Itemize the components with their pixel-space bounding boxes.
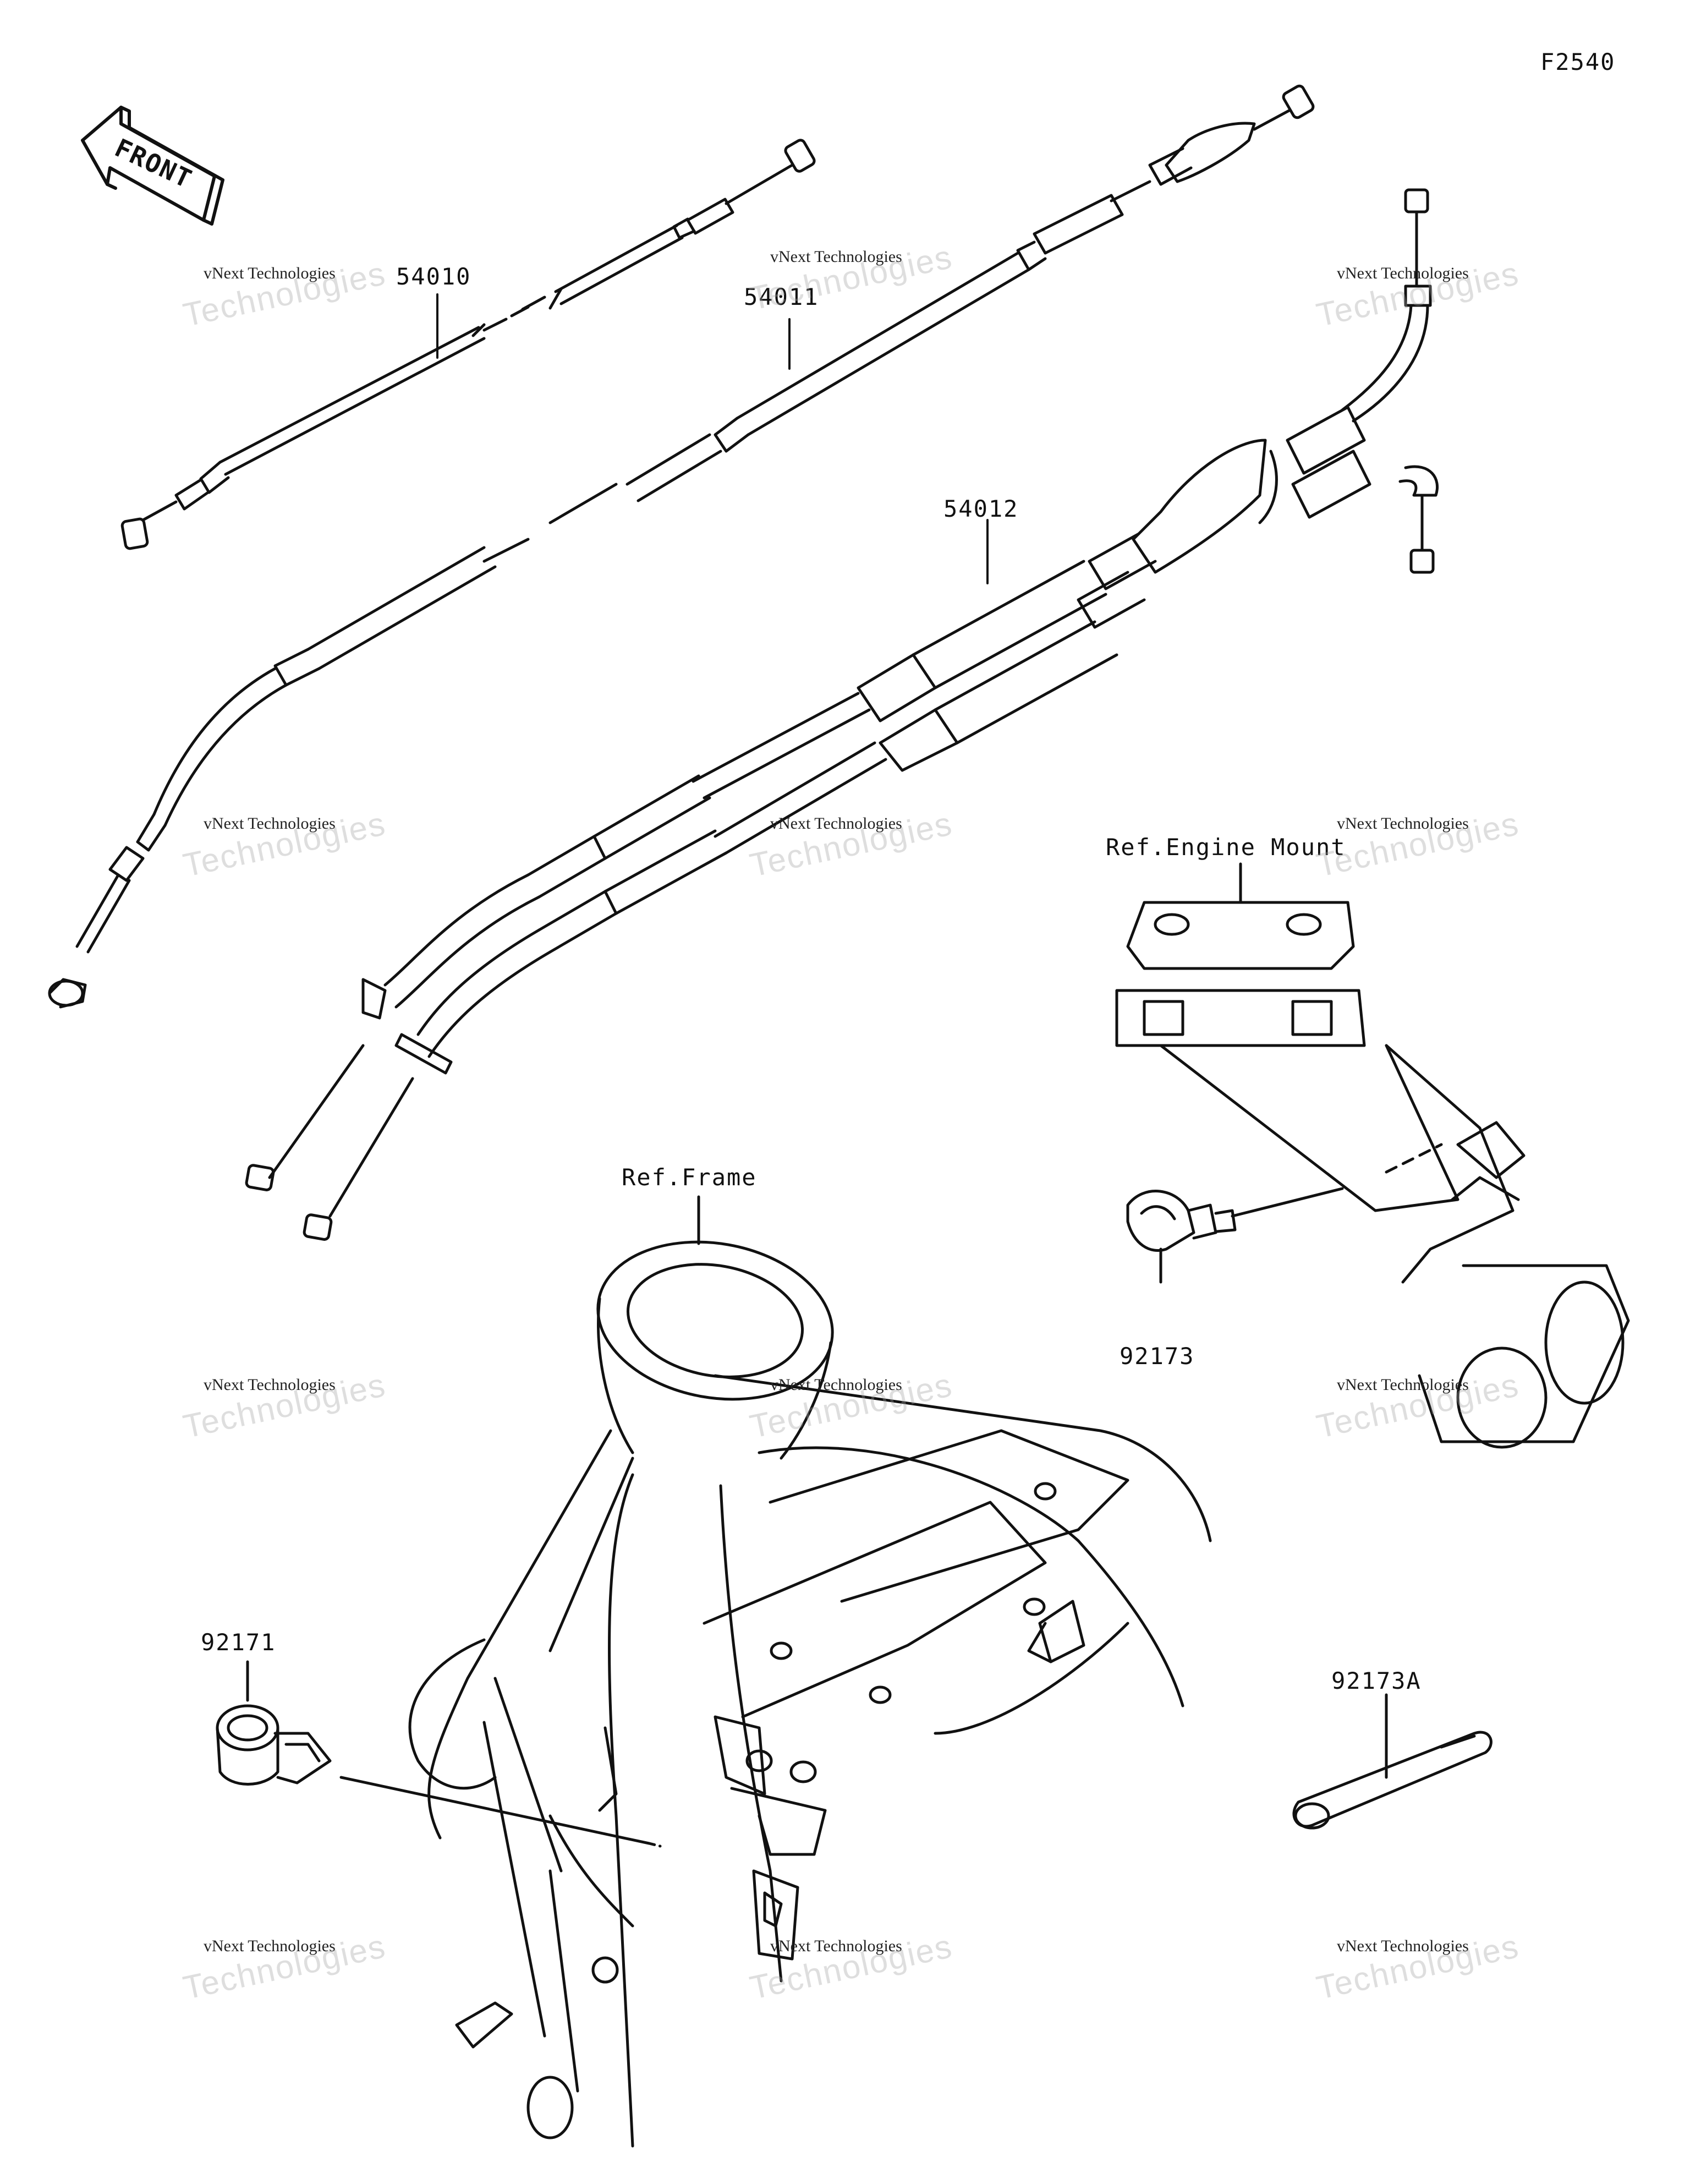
cable-54011 [50,84,1315,1007]
watermark-text: vNext Technologies [1337,1937,1469,1955]
watermark-text: vNext Technologies [770,248,902,266]
frame [410,1197,1210,2146]
watermark: vNext Technologies Technologies [180,1928,389,2006]
part-number-92171: 92171 [201,1629,276,1656]
part-number-54012: 54012 [943,495,1019,522]
part-number-92173A: 92173A [1331,1667,1422,1694]
watermark: vNext Technologies Technologies [180,255,389,333]
part-number-54010: 54010 [396,263,471,290]
watermark-text: vNext Technologies [204,1937,336,1955]
diagram-id: F2540 [1540,48,1616,75]
watermark-text: vNext Technologies [770,1376,902,1394]
watermark: vNext Technologies Technologies [1313,805,1522,884]
part-number-92173: 92173 [1120,1343,1195,1370]
watermark: vNext Technologies Technologies [747,1928,956,2006]
watermark-text: vNext Technologies [1337,814,1469,833]
watermark-text: vNext Technologies [204,264,336,282]
watermark-text: vNext Technologies [770,1937,902,1955]
watermark: vNext Technologies Technologies [1313,1366,1522,1445]
clamp-92173 [1128,1191,1235,1282]
watermark: vNext Technologies Technologies [180,1366,389,1445]
ref-frame: Ref.Frame [622,1164,757,1191]
watermark: vNext Technologies Technologies [747,805,956,884]
watermark-text: vNext Technologies [1337,264,1469,282]
engine-mount [1117,864,1628,1447]
watermark-text: vNext Technologies [204,814,336,833]
watermark: vNext Technologies Technologies [747,238,956,317]
front-arrow-icon [83,107,223,224]
watermark: vNext Technologies Technologies [1313,255,1522,333]
ref-engine-mount: Ref.Engine Mount [1106,834,1346,861]
clamp-92171 [217,1662,660,1846]
watermark: vNext Technologies Technologies [747,1366,956,1445]
part-number-54011: 54011 [744,283,819,310]
cable-54010 [122,139,816,549]
cable-54012 [246,190,1437,1240]
watermark: vNext Technologies Technologies [180,805,389,884]
leader-lines [437,294,987,583]
watermark-text: vNext Technologies [770,814,902,833]
watermark-text: vNext Technologies [1337,1376,1469,1394]
watermark: vNext Technologies Technologies [1313,1928,1522,2006]
watermark-text: vNext Technologies [204,1376,336,1394]
strap-92173A [1294,1695,1491,1828]
